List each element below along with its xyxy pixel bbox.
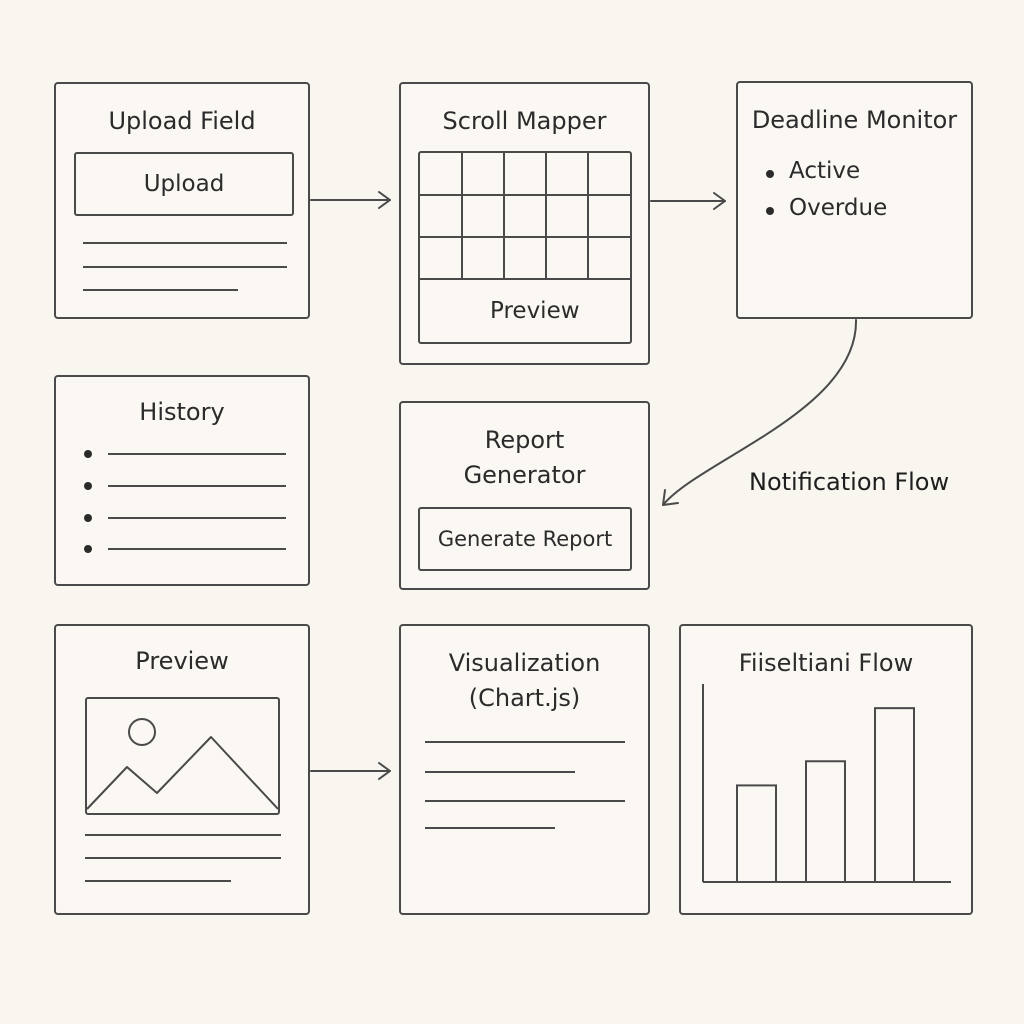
text-line xyxy=(83,242,287,244)
caption-line xyxy=(85,880,231,882)
bar-2 xyxy=(805,760,846,883)
upload-field-panel: Upload Field Upload xyxy=(54,82,310,319)
list-bullet xyxy=(84,514,92,522)
list-item-line xyxy=(108,485,286,487)
chart-title: Fiiseltiani Flow xyxy=(738,649,914,677)
status-bullet xyxy=(766,207,774,215)
list-bullet xyxy=(84,545,92,553)
list-item-line xyxy=(108,453,286,455)
visualization-panel: Visualization (Chart.js) xyxy=(399,624,650,915)
preview-panel: Preview xyxy=(54,624,310,915)
status-item-overdue: Overdue xyxy=(789,195,888,221)
grid-lines xyxy=(420,153,630,280)
list-item-line xyxy=(108,517,286,519)
history-title: History xyxy=(139,398,225,426)
caption-line xyxy=(85,857,281,859)
upload-button[interactable]: Upload xyxy=(74,152,294,216)
text-line xyxy=(83,289,238,291)
scroll-mapper-grid[interactable]: Preview xyxy=(418,151,632,344)
generate-report-button[interactable]: Generate Report xyxy=(418,507,632,571)
scroll-mapper-panel: Scroll Mapper Preview xyxy=(399,82,650,365)
report-generator-title-line1: Report xyxy=(484,426,565,454)
text-line xyxy=(425,800,625,802)
bar-chart xyxy=(702,684,951,883)
arrow-preview-to-visualization xyxy=(310,762,391,780)
report-generator-panel: Report Generator Generate Report xyxy=(399,401,650,590)
image-placeholder xyxy=(85,697,280,815)
status-bullet xyxy=(766,170,774,178)
scroll-mapper-preview-label: Preview xyxy=(490,298,580,324)
arrow-scroll-mapper-to-deadline xyxy=(650,192,726,210)
image-icon xyxy=(87,718,278,810)
history-panel: History xyxy=(54,375,310,586)
list-item-line xyxy=(108,548,286,550)
text-line xyxy=(425,827,555,829)
preview-title: Preview xyxy=(135,647,229,675)
caption-line xyxy=(85,834,281,836)
arrow-upload-to-scroll-mapper xyxy=(310,191,391,209)
chart-panel: Fiiseltiani Flow xyxy=(679,624,973,915)
notification-flow-label: Notification Flow xyxy=(749,468,950,496)
deadline-monitor-title: Deadline Monitor xyxy=(751,106,958,134)
list-bullet xyxy=(84,450,92,458)
report-generator-title-line2: Generator xyxy=(463,461,586,489)
deadline-monitor-panel: Deadline Monitor Active Overdue xyxy=(736,81,973,319)
text-line xyxy=(425,771,575,773)
scroll-mapper-title: Scroll Mapper xyxy=(442,107,607,135)
text-line xyxy=(83,266,287,268)
upload-field-title: Upload Field xyxy=(108,107,256,135)
visualization-title-line1: Visualization xyxy=(448,649,601,677)
status-item-active: Active xyxy=(789,158,861,184)
list-bullet xyxy=(84,482,92,490)
visualization-title-line2: (Chart.js) xyxy=(468,684,581,712)
bar-1 xyxy=(736,784,777,883)
text-line xyxy=(425,741,625,743)
bar-3 xyxy=(874,707,915,883)
